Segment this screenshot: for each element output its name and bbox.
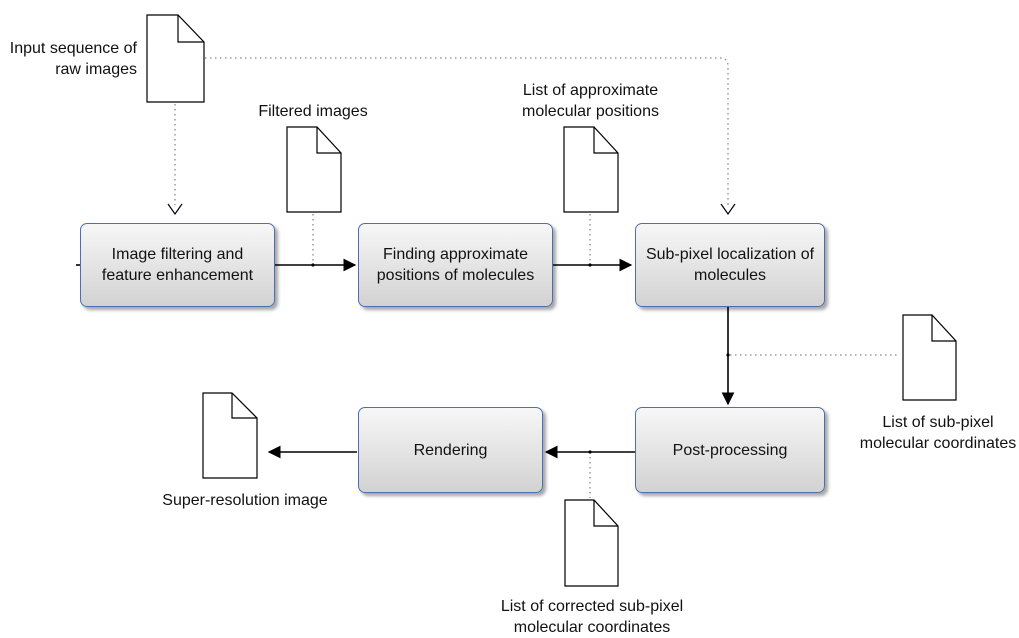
doc-super-resolution-icon [202, 392, 258, 479]
junction-dot [588, 263, 592, 267]
process-subpixel-localization[interactable]: Sub-pixel localization of molecules [635, 223, 825, 307]
process-image-filtering[interactable]: Image filtering and feature enhancement [80, 223, 275, 307]
process-label: Post-processing [672, 441, 788, 459]
process-label: Rendering [413, 441, 488, 459]
junction-dot [311, 263, 315, 267]
doc-label-corrected-coords: List of corrected sub-pixel molecular co… [500, 598, 684, 636]
doc-raw-images-icon [146, 14, 205, 103]
doc-label-super-resolution: Super-resolution image [162, 492, 328, 509]
doc-corrected-coords-icon [564, 499, 619, 587]
process-finding-positions[interactable]: Finding approximate positions of molecul… [358, 223, 553, 307]
doc-label-raw-images: Input sequence of raw images [9, 40, 137, 78]
doc-label-approx-positions: List of approximate molecular positions [522, 82, 659, 120]
doc-subpixel-coords-icon [902, 314, 957, 401]
process-label: Finding approximate positions of molecul… [376, 246, 535, 284]
doc-label-filtered-images: Filtered images [258, 103, 368, 120]
v-arrow-filtering [167, 203, 183, 216]
junction-dot [588, 450, 592, 454]
v-arrow-subpixel [720, 203, 736, 216]
process-post-processing[interactable]: Post-processing [635, 407, 825, 493]
doc-approx-positions-icon [563, 126, 619, 213]
process-label: Image filtering and feature enhancement [101, 246, 254, 284]
doc-filtered-images-icon [286, 126, 342, 213]
dotted-link-raw-to-subpixel [205, 57, 729, 205]
process-rendering[interactable]: Rendering [358, 407, 543, 493]
junction-dot [726, 353, 730, 357]
dotted-links [174, 57, 900, 498]
process-label: Sub-pixel localization of molecules [645, 246, 815, 284]
doc-label-subpixel-coords: List of sub-pixel molecular coordinates [859, 414, 1017, 452]
